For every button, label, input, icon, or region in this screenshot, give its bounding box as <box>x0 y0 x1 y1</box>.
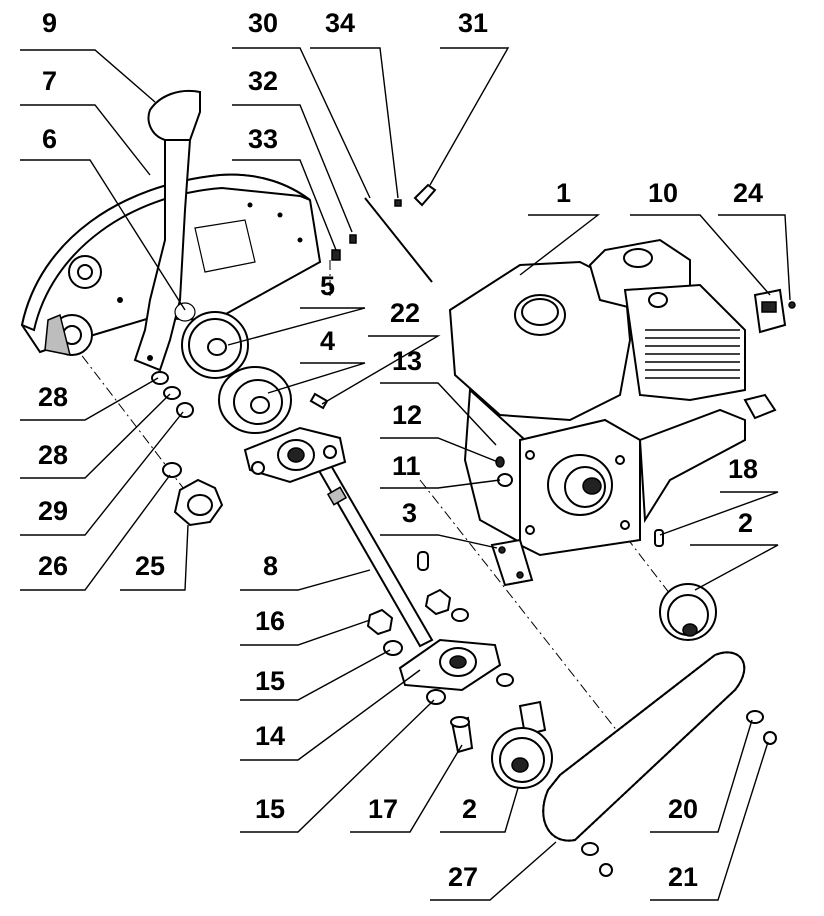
callout-11: 11 <box>392 451 421 481</box>
plate-3 <box>490 538 534 587</box>
pulley-lower <box>491 727 553 789</box>
callout-21: 21 <box>668 862 698 892</box>
callout-labels: 9 7 6 30 34 31 32 33 1 10 24 5 22 4 13 1… <box>38 8 763 892</box>
callout-26: 26 <box>38 551 68 581</box>
callout-15-a: 15 <box>255 666 285 696</box>
callout-20: 20 <box>668 794 698 824</box>
callout-31: 31 <box>458 8 488 38</box>
bearing-housing-bottom <box>398 638 502 692</box>
callout-10: 10 <box>648 178 678 208</box>
pulley-upper <box>659 583 717 641</box>
callout-15-b: 15 <box>255 794 285 824</box>
knob-and-washers <box>151 371 224 527</box>
callout-2-upper: 2 <box>738 508 753 538</box>
callout-16: 16 <box>255 606 285 636</box>
callout-6: 6 <box>42 124 57 154</box>
callout-12: 12 <box>392 400 422 430</box>
callout-7: 7 <box>42 66 57 96</box>
callout-29: 29 <box>38 496 68 526</box>
screws-20-21 <box>581 710 777 877</box>
callout-25: 25 <box>135 551 165 581</box>
callout-8: 8 <box>263 551 278 581</box>
pin-22 <box>309 392 329 410</box>
callout-1: 1 <box>556 178 571 208</box>
callout-28-a: 28 <box>38 382 68 412</box>
guard-handle <box>133 90 201 372</box>
bearing-housing-top <box>243 426 347 484</box>
callout-13: 13 <box>392 346 422 376</box>
callout-30: 30 <box>248 8 278 38</box>
callout-24: 24 <box>733 178 763 208</box>
callout-27: 27 <box>448 862 478 892</box>
leader-lines <box>20 47 791 901</box>
callout-14: 14 <box>255 721 285 751</box>
callout-28-b: 28 <box>38 440 68 470</box>
callout-4: 4 <box>320 326 335 356</box>
flange-4 <box>218 366 292 434</box>
callout-18: 18 <box>728 454 758 484</box>
pins <box>331 183 437 283</box>
engine <box>448 238 777 557</box>
callout-5: 5 <box>320 271 335 301</box>
callout-17: 17 <box>368 794 398 824</box>
callout-9: 9 <box>42 8 57 38</box>
callout-32: 32 <box>248 66 278 96</box>
callout-2-lower: 2 <box>462 794 477 824</box>
callout-3: 3 <box>402 498 417 528</box>
callout-33: 33 <box>248 124 278 154</box>
switch-10 <box>753 288 796 334</box>
drive-belt <box>542 651 746 842</box>
key-18 <box>654 529 664 547</box>
callout-34: 34 <box>325 8 355 38</box>
callout-22: 22 <box>390 298 420 328</box>
flange-5 <box>181 311 249 379</box>
